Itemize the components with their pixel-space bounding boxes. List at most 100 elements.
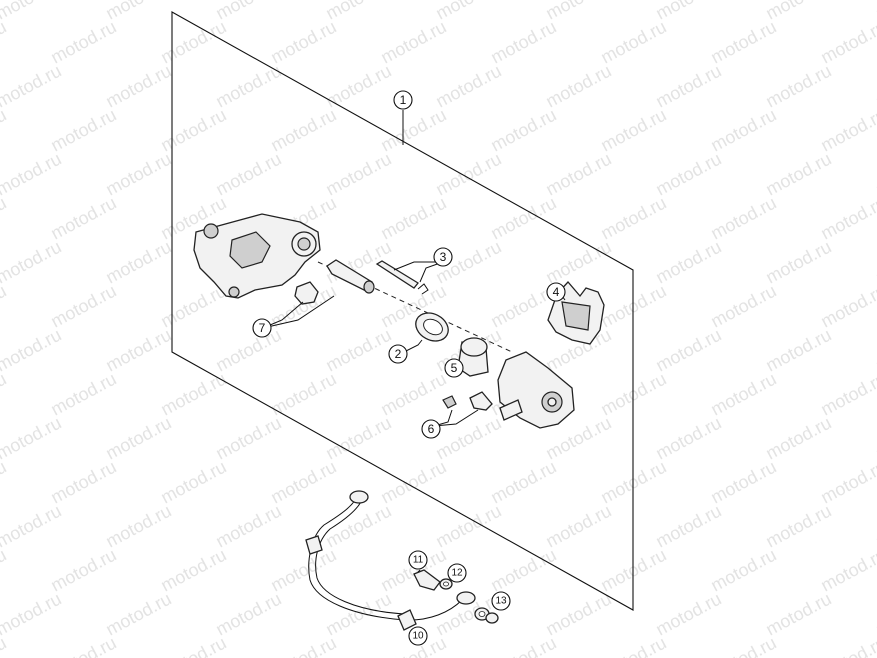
watermark-text: motod.ru [212,325,284,376]
watermark-text: motod.ru [817,457,877,508]
watermark-text: motod.ru [0,193,10,244]
watermark-text: motod.ru [0,413,65,464]
watermark-text: motod.ru [597,17,669,68]
callout-5: 5 [444,358,464,378]
watermark-text: motod.ru [487,193,559,244]
watermark-text: motod.ru [47,105,119,156]
callout-1: 1 [393,90,413,110]
watermark-text: motod.ru [0,325,65,376]
watermark-text: motod.ru [377,17,449,68]
watermark-text: motod.ru [212,0,284,24]
watermark-text: motod.ru [267,633,339,658]
svg-text:4: 4 [553,285,560,299]
watermark-text: motod.ru [542,61,614,112]
watermark-text: motod.ru [102,61,174,112]
watermark-text: motod.ru [652,589,724,640]
watermark-text: motod.ru [0,0,65,24]
watermark-text: motod.ru [872,149,877,200]
callout-6: 6 [421,419,441,439]
watermark-text: motod.ru [102,0,174,24]
watermark-text: motod.ru [102,501,174,552]
watermark-text: motod.ru [212,501,284,552]
watermark-text: motod.ru [0,545,10,596]
watermark-text: motod.ru [322,325,394,376]
watermark-text: motod.ru [762,589,834,640]
caliper-body [497,351,575,429]
watermark-text: motod.ru [0,237,65,288]
watermark-text: motod.ru [157,457,229,508]
watermark-text: motod.ru [542,501,614,552]
watermark-text: motod.ru [157,633,229,658]
callout-3: 3 [433,247,453,267]
watermark-text: motod.ru [47,545,119,596]
watermark-text: motod.ru [652,61,724,112]
watermark-text: motod.ru [707,633,779,658]
watermark-text: motod.ru [762,61,834,112]
callout-2: 2 [388,344,408,364]
watermark-text: motod.ru [47,193,119,244]
watermark-text: motod.ru [652,237,724,288]
brake-hose [305,490,476,631]
copper-washer-12 [439,578,453,590]
watermark-text: motod.ru [102,413,174,464]
watermark-text: motod.ru [872,61,877,112]
callout-4: 4 [546,282,566,302]
svg-text:1: 1 [400,93,407,107]
watermark-text: motod.ru [47,17,119,68]
watermark-text: motod.ru [817,633,877,658]
watermark-text: motod.ru [0,61,65,112]
svg-text:6: 6 [428,422,435,436]
watermark-text: motod.ru [872,0,877,24]
callout-10: 10 [408,626,428,646]
watermark-text: motod.ru [432,501,504,552]
watermark-text: motod.ru [322,0,394,24]
callout-13: 13 [491,591,511,611]
watermark-text: motod.ru [707,193,779,244]
watermark-text: motod.ru [102,237,174,288]
watermark-text: motod.ru [652,501,724,552]
watermark-text: motod.ru [47,281,119,332]
pad-pin [375,260,419,289]
watermark-text: motod.ru [597,633,669,658]
callout-11: 11 [408,550,428,570]
svg-text:2: 2 [395,347,402,361]
watermark-text: motod.ru [872,237,877,288]
watermark-text: motod.ru [487,545,559,596]
watermark-text: motod.ru [102,589,174,640]
watermark-text: motod.ru [0,369,10,420]
watermark-text: motod.ru [47,457,119,508]
caliper-bracket [193,213,321,299]
svg-text:11: 11 [413,555,424,566]
watermark-text: motod.ru [872,413,877,464]
watermark-text: motod.ru [377,193,449,244]
watermark-text: motod.ru [652,413,724,464]
watermark-text: motod.ru [322,149,394,200]
watermark-text: motod.ru [0,105,10,156]
watermark-text: motod.ru [597,193,669,244]
watermark-text: motod.ru [652,325,724,376]
watermark-text: motod.ru [707,457,779,508]
callout-7: 7 [252,318,272,338]
watermark-text: motod.ru [817,105,877,156]
watermark-text: motod.ru [817,545,877,596]
watermark-text: motod.ru [102,325,174,376]
piston [457,337,489,377]
watermark-text: motod.ru [212,413,284,464]
watermark-text: motod.ru [322,61,394,112]
svg-text:3: 3 [440,250,447,264]
watermark-text: motod.ru [487,17,559,68]
watermark-text: motod.ru [212,149,284,200]
watermark-text: motod.ru [102,149,174,200]
watermark-text: motod.ru [0,501,65,552]
svg-text:10: 10 [412,631,424,642]
watermark-text: motod.ru [267,545,339,596]
bleeder-screw [442,391,493,411]
watermark-text: motod.ru [762,149,834,200]
slide-pin [326,259,375,294]
svg-text:13: 13 [495,596,507,607]
watermark-text: motod.ru [432,0,504,24]
assembly-panel-outline [171,11,634,611]
watermark-text: motod.ru [762,0,834,24]
watermark-text: motod.ru [707,17,779,68]
